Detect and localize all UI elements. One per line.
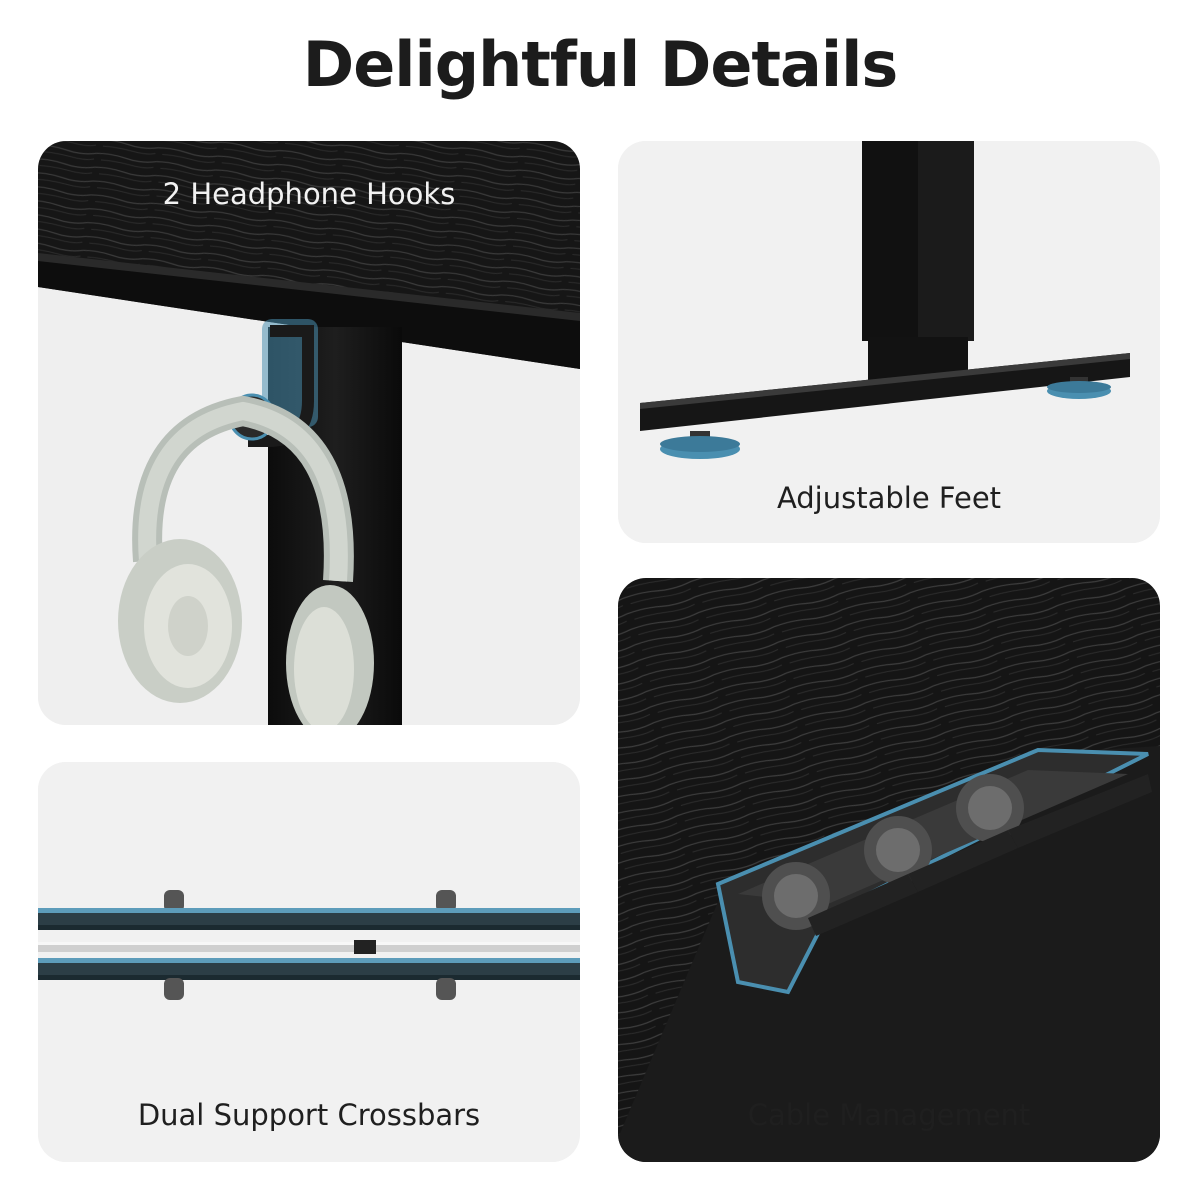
feature-label-cable-management: Cable Management [747,1098,1031,1132]
headphone-hook-illustration [38,141,580,725]
page-title: Delightful Details [302,28,899,101]
feature-label-headphone-hooks: 2 Headphone Hooks [162,177,456,211]
feature-card-adjustable-feet: Adjustable Feet [618,141,1160,543]
feature-label-adjustable-feet: Adjustable Feet [776,481,1002,515]
cable-management-illustration [618,578,1160,1162]
crossbars-illustration [38,762,580,1162]
feature-label-crossbars: Dual Support Crossbars [137,1098,481,1132]
feature-card-cable-management: Cable Management [618,578,1160,1162]
feature-card-headphone-hooks: 2 Headphone Hooks [38,141,580,725]
feature-card-crossbars: Dual Support Crossbars [38,762,580,1162]
adjustable-feet-illustration [618,141,1160,543]
